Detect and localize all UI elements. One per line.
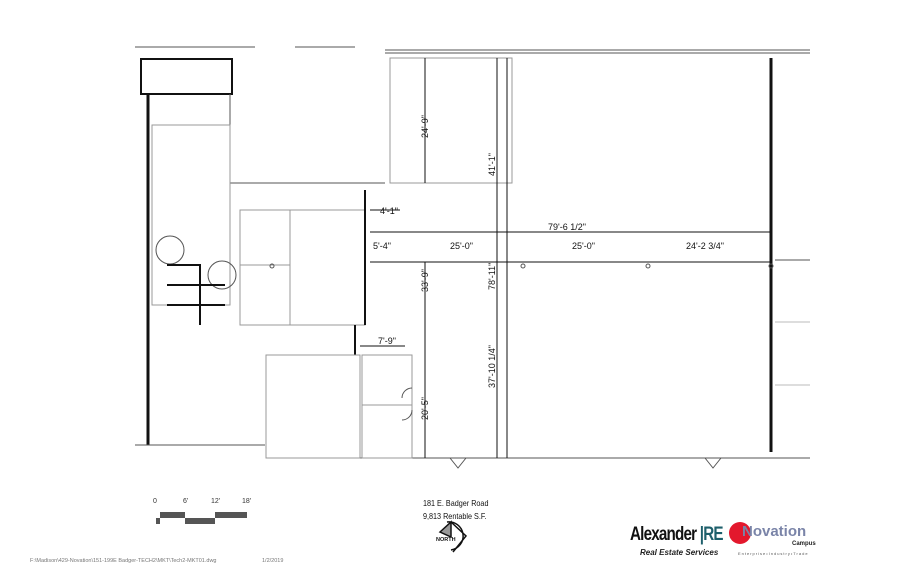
novation-campus: Campus [792, 541, 816, 547]
novation-tagline: Enterprise•Industry•Trade [738, 551, 809, 556]
column [645, 263, 651, 269]
alexander-subtitle: Real Estate Services [640, 548, 719, 557]
mechanical-room [140, 58, 233, 95]
alexander-re-text: RE [703, 524, 723, 545]
dim-overall-depth: 78'-11" [487, 263, 497, 290]
door-swing [449, 457, 467, 469]
office [265, 354, 361, 459]
novation-logo: Novation [742, 523, 807, 540]
wall [265, 445, 400, 459]
dim-bay-1: 5'-4" [373, 241, 391, 251]
scale-bar [156, 512, 247, 524]
alexander-logo: Alexander |RE [630, 524, 724, 546]
alexander-text: Alexander [630, 524, 697, 545]
novation-logo-mark [729, 522, 751, 544]
dim-office-depth: 20'-5" [420, 397, 430, 420]
column [520, 263, 526, 269]
logo-divider: | [696, 524, 704, 545]
rentable-area: 9,813 Rentable S.F. [423, 511, 487, 521]
door-swing [401, 409, 413, 421]
file-path: F:\Madison\429-Novation\151-199E Badger-… [30, 558, 217, 564]
office [361, 354, 413, 459]
north-arrow-icon [438, 520, 468, 553]
north-label: NORTH [436, 537, 456, 543]
turning-circle [207, 260, 237, 290]
dim-mid-depth: 33'-9" [420, 269, 430, 292]
address-line: 181 E. Badger Road [423, 498, 489, 508]
door-swing [401, 387, 413, 399]
dim-small-bay: 7'-9" [378, 336, 396, 346]
dim-bay-2: 25'-0" [450, 241, 473, 251]
plot-date: 1/2/2019 [262, 558, 284, 564]
stall-partition [167, 264, 201, 325]
dim-bay-3: 25'-0" [572, 241, 595, 251]
scale-tick: 12' [211, 498, 221, 505]
dim-left-depth: 41'-1" [487, 153, 497, 176]
dim-corridor: 4'-1" [380, 206, 398, 216]
dim-overall-width: 79'-6 1/2" [548, 222, 586, 232]
address-block: 181 E. Badger Road 9,813 Rentable S.F. [423, 497, 488, 523]
scale-tick: 6' [183, 498, 189, 505]
dim-conf-height: 24'-9" [420, 115, 430, 138]
conference-room [389, 57, 513, 184]
office [239, 209, 366, 326]
column [768, 263, 774, 269]
dim-bay-4: 24'-2 3/4" [686, 241, 724, 251]
column [269, 263, 275, 269]
door-swing [704, 457, 722, 469]
restroom-area [151, 124, 231, 306]
scale-tick: 18' [242, 498, 252, 505]
scale-tick: 0 [153, 498, 157, 505]
turning-circle [155, 235, 185, 265]
dim-lower-depth: 37'-10 1/4" [487, 345, 497, 388]
